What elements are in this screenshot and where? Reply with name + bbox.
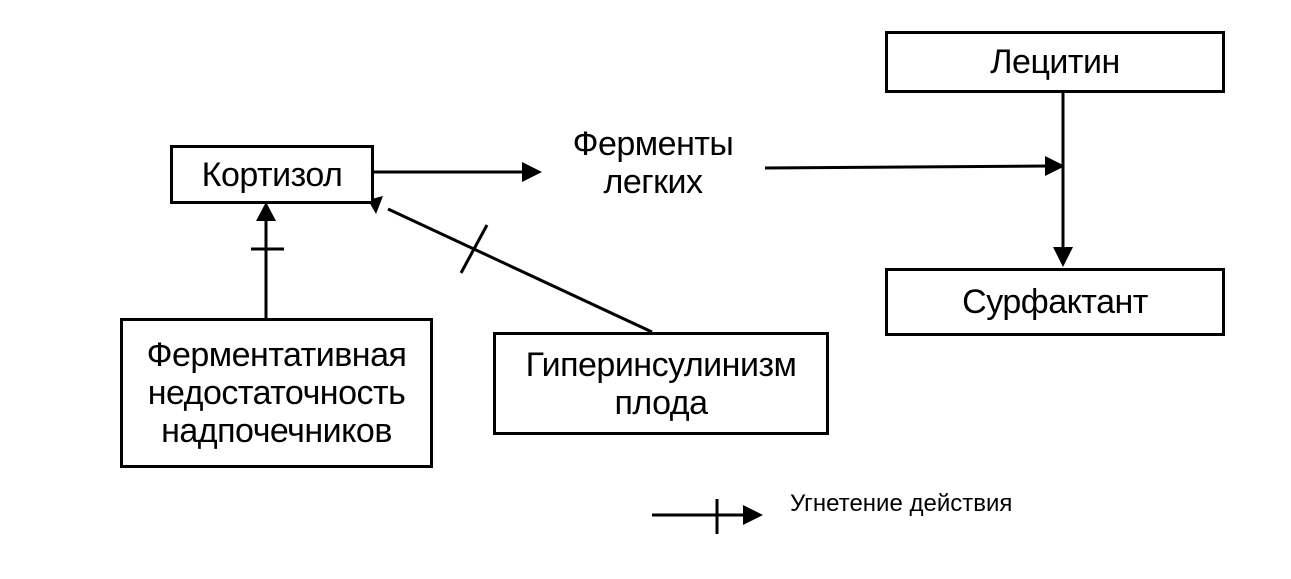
cortisol-box: Кортизол	[170, 145, 374, 204]
fetal-hyperinsulinism-line-2: плода	[614, 383, 708, 422]
adrenal-insufficiency-box: Ферментативная недостаточность надпочечн…	[120, 318, 433, 468]
legend-inhibition-symbol	[652, 499, 763, 534]
inhibition-arrow-hyperinsulinism-to-cortisol	[368, 196, 653, 334]
lecithin-box: Лецитин	[885, 31, 1225, 93]
fetal-hyperinsulinism-box: Гиперинсулинизм плода	[493, 332, 829, 435]
surfactant-label: Сурфактант	[962, 283, 1148, 321]
arrow-cortisol-to-enzymes	[374, 162, 542, 182]
fetal-hyperinsulinism-line-1: Гиперинсулинизм	[525, 345, 797, 384]
lecithin-label: Лецитин	[990, 43, 1120, 81]
lung-enzymes-line-2: легких	[603, 163, 703, 201]
adrenal-insufficiency-line-3: надпочечников	[161, 412, 392, 450]
legend-inhibition-label: Угнетение действия	[790, 490, 1013, 517]
inhibition-bar	[459, 224, 489, 274]
inhibition-arrow-adrenal-to-cortisol	[251, 202, 284, 320]
adrenal-insufficiency-line-1: Ферментативная	[146, 336, 407, 374]
surfactant-box: Сурфактант	[885, 268, 1225, 336]
lung-enzymes-line-1: Ферменты	[572, 125, 734, 163]
arrow-enzymes-to-conversion	[764, 156, 1065, 176]
adrenal-insufficiency-line-2: недостаточность	[147, 374, 406, 412]
lung-enzymes-label: Ферменты легких	[548, 125, 758, 201]
arrow-lecithin-to-surfactant	[1053, 93, 1073, 267]
cortisol-label: Кортизол	[201, 155, 343, 194]
